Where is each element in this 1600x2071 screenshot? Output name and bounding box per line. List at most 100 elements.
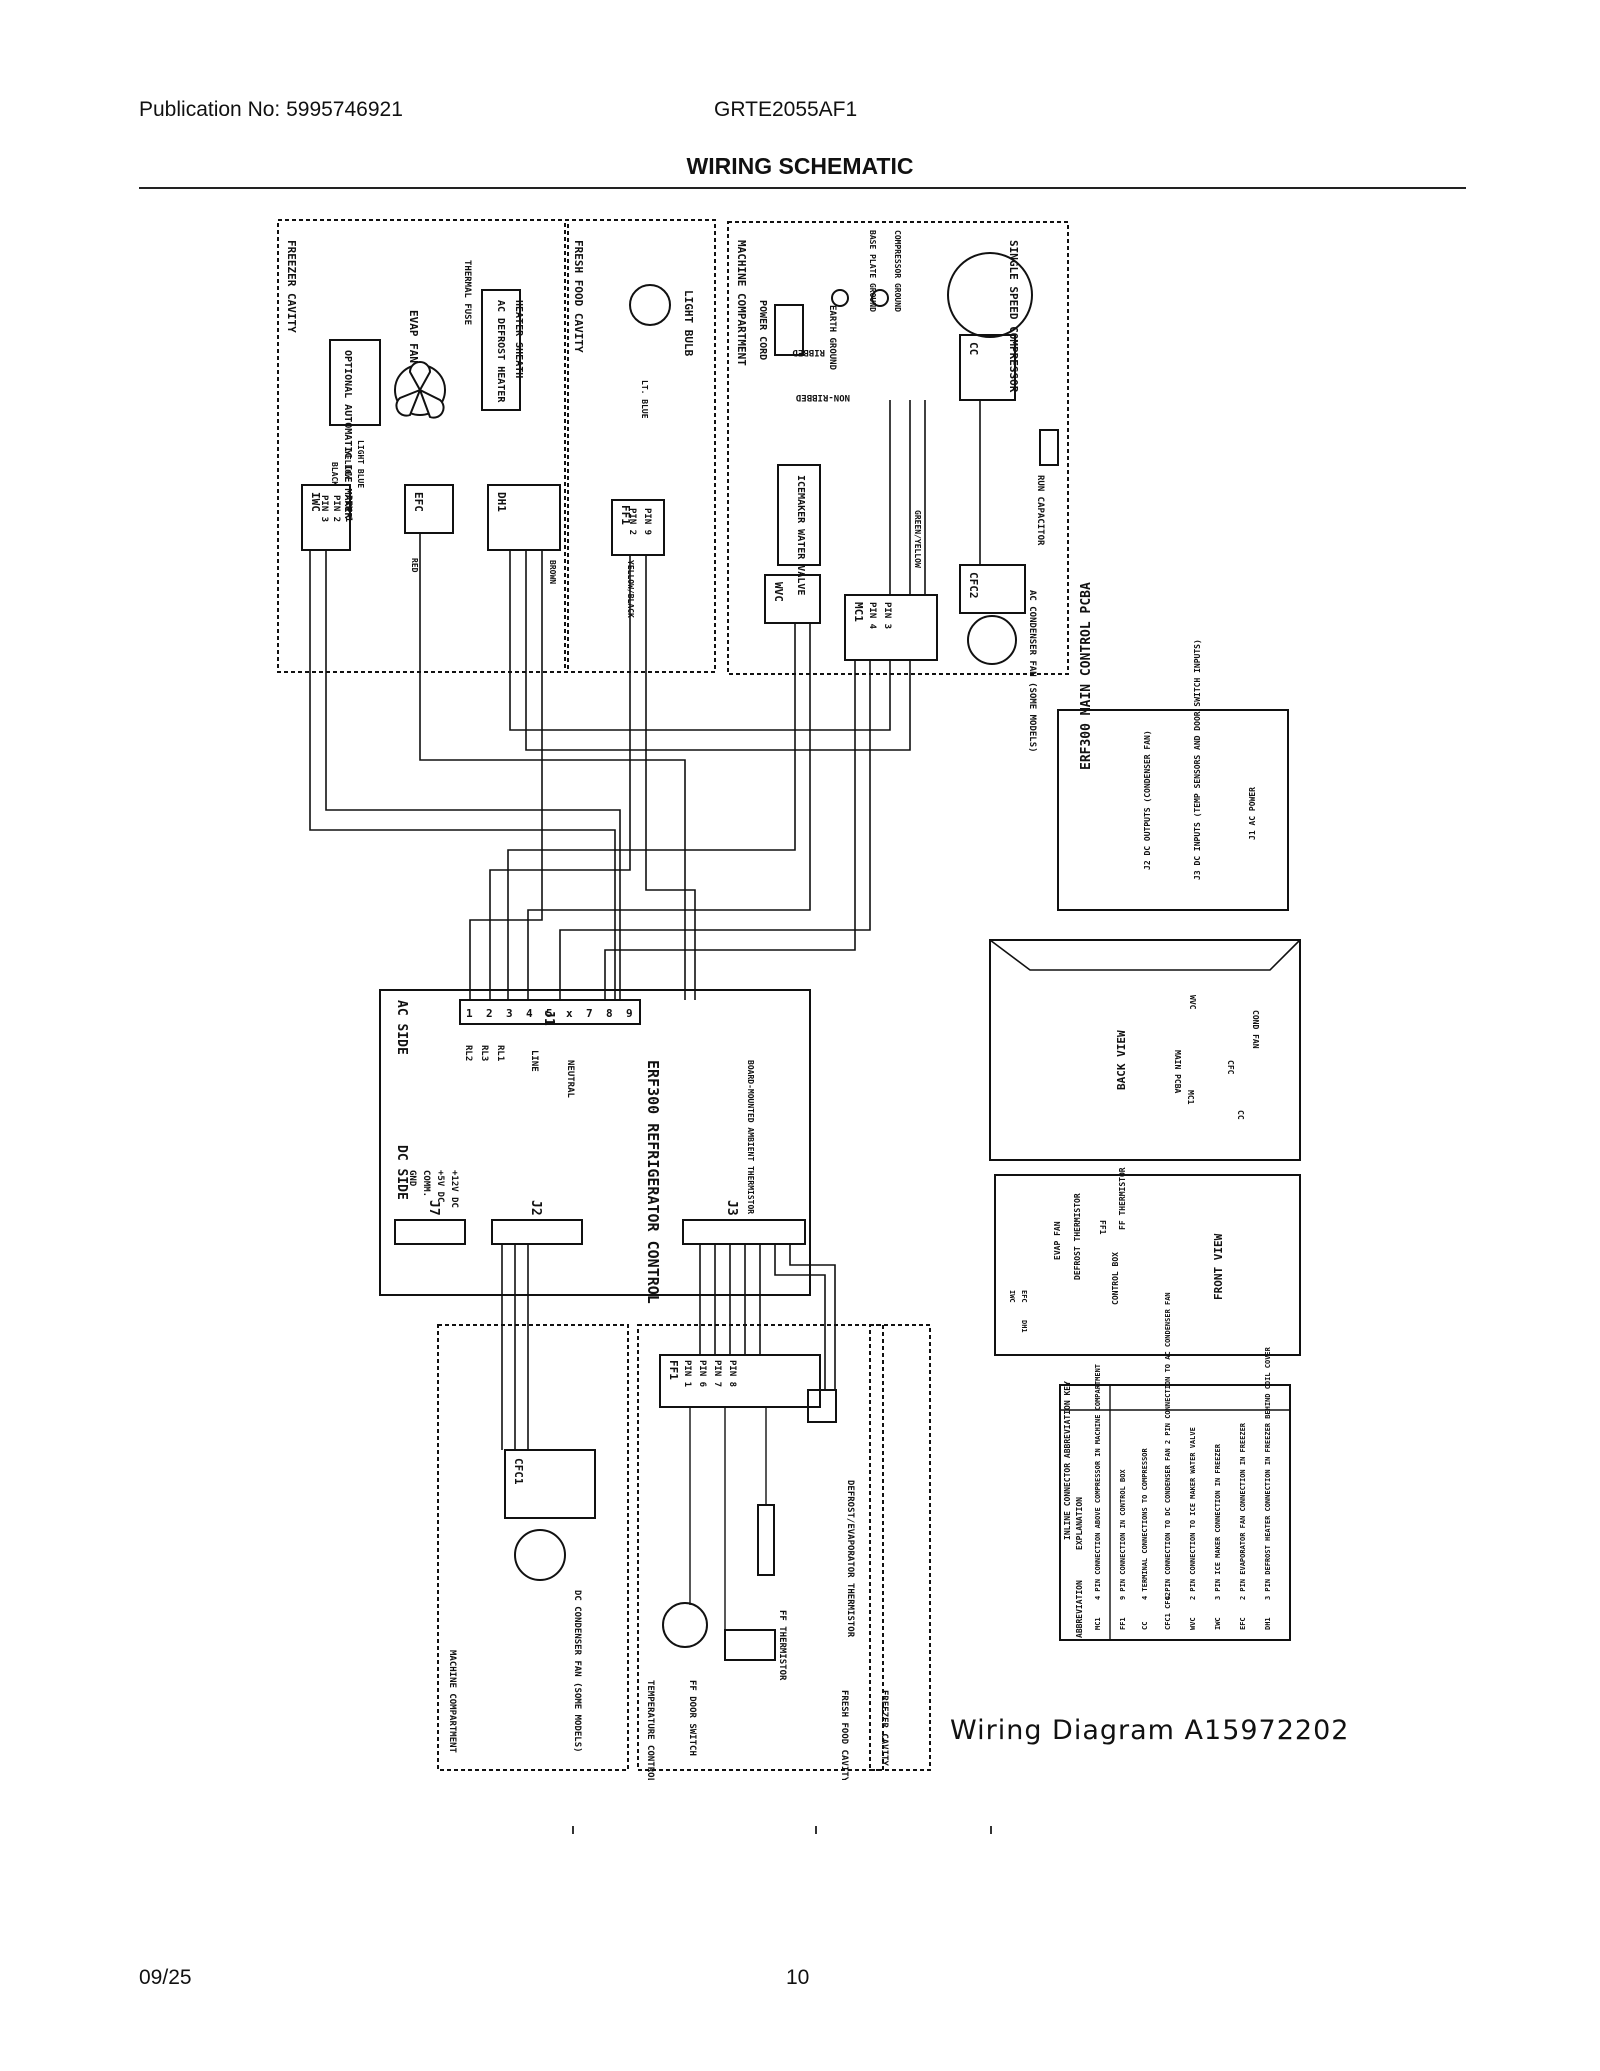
non-ribbed-label: NON-RIBBED <box>795 392 850 402</box>
mc1-connector <box>844 594 938 661</box>
run-capacitor-label: RUN CAPACITOR <box>1035 475 1045 546</box>
pcba-j1-label: J1 AC POWER <box>1248 787 1257 840</box>
wire-lt-blue-label: LT. BLUE <box>640 380 649 419</box>
key-row-text: 3 PIN ICE MAKER CONNECTION IN FREEZER <box>1214 1443 1222 1600</box>
front-view-ff-therm: FF THERMISTOR <box>1118 1167 1127 1230</box>
pin-label: PIN 8 <box>727 1360 737 1387</box>
key-row-text: 4 PIN CONNECTION ABOVE COMPRESSOR IN MAC… <box>1094 1364 1102 1600</box>
wire-yellow-black-label: YELLOW/BLACK <box>626 560 635 618</box>
pin-label: PIN 6 <box>697 1360 707 1387</box>
ff1-connector <box>611 499 665 556</box>
defrost-thermistor-symbol <box>807 1389 837 1423</box>
front-view-efc: EFC <box>1020 1290 1028 1303</box>
ff1-label: FF1 <box>619 505 632 525</box>
compressor-ground-label: COMPRESSOR GROUND <box>893 230 902 312</box>
wire-black-label: BLACK <box>330 462 339 486</box>
freezer-cavity-label: FREEZER CAVITY <box>285 240 298 333</box>
dc-condenser-fan-label: DC CONDENSER FAN (SOME MODELS) <box>572 1590 582 1753</box>
key-row-text: 3 PIN DEFROST HEATER CONNECTION IN FREEZ… <box>1264 1346 1272 1600</box>
light-bulb-label: LIGHT BULB <box>682 290 695 357</box>
wire-brown-label: BROWN <box>548 560 557 584</box>
cfc2-connector <box>959 564 1026 614</box>
key-row-abbr: IWC <box>1214 1617 1222 1630</box>
gnd-label: GND <box>407 1170 417 1187</box>
efc-connector <box>404 484 454 534</box>
back-view-cfc: CFC <box>1226 1060 1235 1075</box>
bottom-fz-cavity-box <box>869 1324 931 1771</box>
light-bulb-symbol <box>629 284 671 326</box>
key-row-abbr: EFC <box>1239 1617 1247 1630</box>
model-number: GRTE2055AF1 <box>714 98 858 121</box>
icemaker-valve-label: ICEMAKER WATER VALVE <box>795 475 806 595</box>
bottom-machine-compartment-box <box>437 1324 629 1771</box>
pin-label: PIN 9 <box>642 508 652 535</box>
key-row-text: 9 PIN CONNECTION IN CONTROL BOX <box>1119 1469 1127 1600</box>
key-row-abbr: MC1 <box>1094 1617 1102 1630</box>
heater-sheath-label: HEATER SHEATH <box>513 300 524 378</box>
dh1-label: DH1 <box>495 492 508 512</box>
base-plate-ground-label: BASE PLATE GROUND <box>868 230 877 312</box>
compressor-symbol <box>947 252 1033 338</box>
title-rule <box>139 187 1466 189</box>
pin-label: PIN 2 <box>331 495 341 522</box>
wvc-connector <box>764 574 821 624</box>
pcba-board <box>1057 709 1289 911</box>
neutral-label: NEUTRAL <box>565 1060 575 1099</box>
key-row-abbr: FF1 <box>1119 1617 1127 1630</box>
key-col2: EXPLANATION <box>1075 1497 1084 1550</box>
front-view-dh1: DH1 <box>1020 1320 1028 1333</box>
line-label: LINE <box>529 1050 539 1072</box>
front-view-title: FRONT VIEW <box>1212 1233 1225 1300</box>
pin-label: PIN 3 <box>882 602 892 629</box>
dc-condenser-fan-symbol <box>514 1529 566 1581</box>
ff-door-switch-label: FF DOOR SWITCH <box>687 1680 697 1756</box>
wire-light-blue-label: LIGHT BLUE <box>356 440 365 488</box>
comm-label: COMM. <box>421 1170 431 1197</box>
j1-pin-number: x <box>566 1007 573 1020</box>
bottom-machine-compartment-label: MACHINE COMPARTMENT <box>447 1650 457 1754</box>
tick-mark <box>815 1826 817 1834</box>
j1-pin-number: 5 <box>546 1007 553 1020</box>
ff1-bottom-connector <box>659 1354 821 1408</box>
pcba-j3-label: J3 DC INPUTS (TEMP SENSORS AND DOOR SWIT… <box>1193 639 1202 880</box>
freezer-cavity-box <box>277 219 569 673</box>
front-view-control-box: CONTROL BOX <box>1111 1252 1120 1305</box>
board-thermistor-label: BOARD-MOUNTED AMBIENT THERMISTOR <box>746 1060 755 1214</box>
pcba-j2-label: J2 DC OUTPUTS (CONDENSER FAN) <box>1143 730 1152 870</box>
wire-green-yellow-label: GREEN/YELLOW <box>913 510 922 568</box>
key-row-abbr: DH1 <box>1264 1617 1272 1630</box>
j1-pin-number: 3 <box>506 1007 513 1020</box>
cc-label: CC <box>967 342 980 355</box>
ff-thermistor-label: FF THERMISTOR <box>777 1610 787 1681</box>
cfc1-label: CFC1 <box>512 1458 525 1485</box>
cc-connector <box>959 334 1016 401</box>
j1-pin-number: 1 <box>466 1007 473 1020</box>
erf300-control-box <box>379 989 811 1296</box>
earth-ground-label: EARTH GROUND <box>827 305 837 371</box>
j7-connector <box>394 1219 466 1245</box>
ac-side-label: AC SIDE <box>394 1000 409 1055</box>
j1-label: J1 <box>541 1010 556 1026</box>
j7-label: J7 <box>426 1200 441 1216</box>
key-row-text: 4 TERMINAL CONNECTIONS TO COMPRESSOR <box>1141 1447 1149 1600</box>
wvc-label: WVC <box>772 582 785 602</box>
diagram-number: Wiring Diagram A15972202 <box>950 1715 1350 1746</box>
fresh-food-cavity-label: FRESH FOOD CAVITY <box>572 240 585 353</box>
iwc-label: IWC <box>309 492 322 512</box>
ac-condenser-fan-symbol <box>967 615 1017 665</box>
back-view-mc1: MC1 <box>1186 1090 1195 1105</box>
key-row-text: 2 PIN EVAPORATOR FAN CONNECTION IN FREEZ… <box>1239 1422 1247 1600</box>
defrost-heater-label: AC DEFROST HEATER <box>495 300 506 403</box>
j1-pin-number: 9 <box>626 1007 633 1020</box>
ff-thermistor-symbol <box>757 1504 775 1576</box>
dh1-connector <box>487 484 561 551</box>
rl1-label: RL1 <box>495 1045 505 1061</box>
footer-date: 09/25 <box>139 1966 192 1989</box>
pin-label: PIN 1 <box>343 495 353 522</box>
j2-label: J2 <box>528 1200 543 1216</box>
key-table <box>1059 1384 1291 1641</box>
key-row-text: 4 PIN CONNECTION TO DC CONDENSER FAN 2 P… <box>1164 1292 1172 1600</box>
front-view-iwc: IWC <box>1008 1290 1016 1303</box>
key-row-abbr: WVC <box>1189 1617 1197 1630</box>
thermal-fuse-label: THERMAL FUSE <box>462 260 472 325</box>
